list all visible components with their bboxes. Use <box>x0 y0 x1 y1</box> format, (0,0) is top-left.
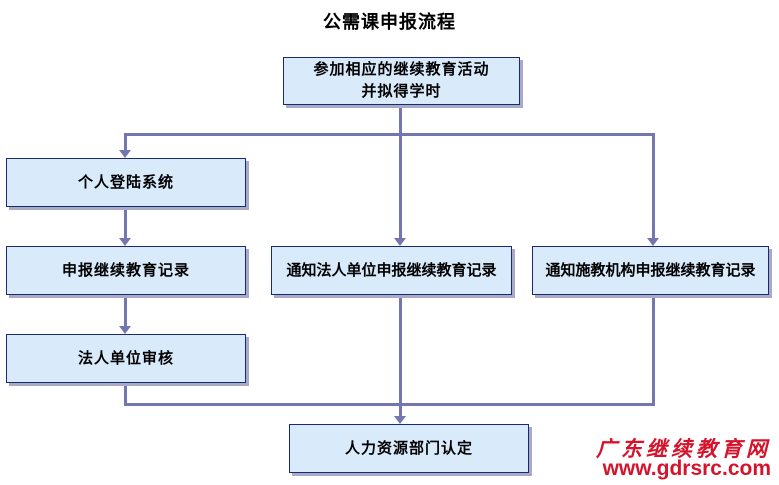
flow-node-personal-login: 个人登陆系统 <box>6 158 246 207</box>
flow-node-start-line2: 并拟得学时 <box>361 83 442 100</box>
flow-node-label: 通知法人单位申报继续教育记录 <box>286 261 497 279</box>
flow-node-declare-record: 申报继续教育记录 <box>6 246 246 295</box>
arrowhead-into-personal-login <box>119 150 131 158</box>
arrowhead-into-hr-confirm <box>394 416 406 424</box>
page-title: 公需课申报流程 <box>323 12 456 32</box>
flow-node-hr-confirm: 人力资源部门认定 <box>289 424 529 473</box>
flow-node-label: 个人登陆系统 <box>77 173 174 191</box>
watermark-site-name: 广东继续教育网 <box>596 437 771 461</box>
connector-branch-left-drop <box>124 133 127 150</box>
connector-start-to-notify-legal <box>399 105 402 238</box>
flow-node-label: 法人单位审核 <box>77 349 174 367</box>
flow-node-label: 申报继续教育记录 <box>61 261 190 279</box>
flow-node-start-line1: 参加相应的继续教育活动 <box>313 61 490 79</box>
flow-node-legal-review: 法人单位审核 <box>6 334 246 383</box>
connector-branch-horizontal <box>124 133 655 136</box>
arrowhead-into-legal-review <box>119 326 131 334</box>
flow-node-label: 通知施教机构申报继续教育记录 <box>545 261 756 279</box>
arrowhead-into-declare-record <box>119 238 131 246</box>
connector-merge-horizontal <box>124 403 655 406</box>
arrowhead-into-notify-institution <box>647 238 659 246</box>
connector-notify-legal-to-hr <box>399 294 402 416</box>
connector-branch-right-drop <box>652 133 655 238</box>
flow-node-label: 人力资源部门认定 <box>344 439 473 457</box>
watermark-site-url: www.gdrsrc.com <box>602 457 771 480</box>
connector-review-down <box>124 383 127 406</box>
flow-node-start: 参加相应的继续教育活动 并拟得学时 <box>283 57 520 105</box>
flow-node-notify-institution: 通知施教机构申报继续教育记录 <box>532 246 769 295</box>
connector-notify-institution-down <box>652 294 655 406</box>
arrowhead-into-notify-legal <box>394 238 406 246</box>
connector-declare-to-review <box>124 295 127 326</box>
connector-login-to-declare <box>124 207 127 238</box>
site-watermark: 广东继续教育网 www.gdrsrc.com <box>596 437 771 480</box>
flow-node-notify-legal: 通知法人单位申报继续教育记录 <box>271 246 512 295</box>
